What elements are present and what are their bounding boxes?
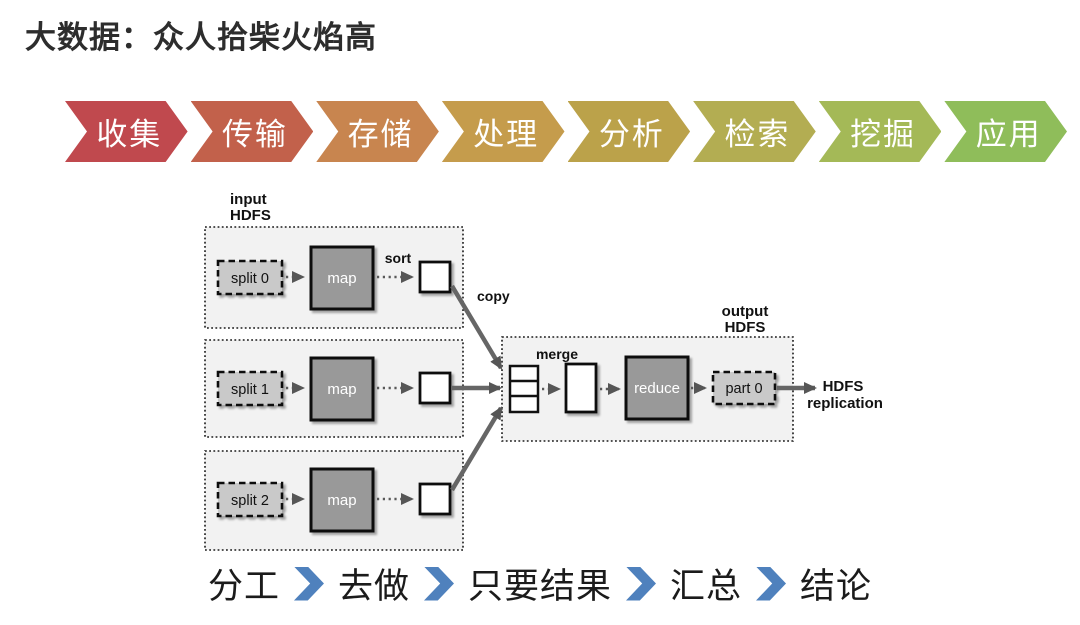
- pipeline-stage-apply-label: 应用: [975, 117, 1042, 152]
- hdfs-replication-label-line2: replication: [807, 395, 883, 412]
- output-hdfs-label-line1: output: [722, 303, 769, 320]
- split-label-2: split 2: [231, 493, 269, 509]
- split-box-0: [216, 259, 284, 296]
- map-box-1: [309, 245, 375, 311]
- pipeline-stage-store-label: 存储: [347, 117, 414, 152]
- split-label-0: split 0: [231, 271, 269, 287]
- page-title: 大数据：众人拾柴火焰高: [25, 20, 377, 55]
- split-box-1: [216, 370, 284, 407]
- workflow-step-do: 去做: [337, 567, 410, 606]
- merge-label: merge: [536, 346, 578, 362]
- sort-label: sort: [385, 250, 412, 266]
- chevron-right-icon: [423, 566, 454, 601]
- buffer-box-1: [418, 260, 452, 294]
- pipeline-stage-process-label: 处理: [473, 117, 540, 152]
- pipeline-stage-transmit-label: 传输: [221, 117, 288, 152]
- map-label-3: map: [327, 492, 356, 509]
- buffer-box-2: [418, 371, 452, 405]
- workflow-summary: 分工 去做 只要结果 汇总 结论: [0, 558, 1080, 609]
- pipeline-stage-store: 存储: [316, 101, 439, 162]
- copy-arrow-1: [450, 284, 503, 370]
- merge-stack: [508, 364, 540, 414]
- map-label-1: map: [327, 270, 356, 287]
- pipeline-stage-retrieve: 检索: [693, 101, 816, 162]
- part0-label: part 0: [725, 381, 762, 397]
- copy-label: copy: [477, 288, 510, 304]
- reduce-label: reduce: [634, 380, 680, 397]
- workflow-step-division: 分工: [207, 567, 280, 606]
- pipeline-stage-apply: 应用: [944, 101, 1067, 162]
- workflow-step-results-only: 只要结果: [467, 567, 612, 606]
- chevron-right-icon: [626, 566, 656, 601]
- map-label-2: map: [327, 381, 356, 398]
- part0-box: [711, 370, 777, 406]
- pipeline-stage-retrieve-label: 检索: [724, 117, 791, 152]
- pipeline-stage-mine-label: 挖掘: [850, 117, 917, 152]
- hdfs-replication-label-line1: HDFS: [823, 378, 864, 395]
- split-box-2: [216, 481, 284, 518]
- workflow-step-aggregate: 汇总: [670, 567, 743, 606]
- reduce-box: [624, 355, 690, 421]
- chevron-right-icon: [293, 566, 324, 601]
- map-box-2: [309, 356, 375, 422]
- pipeline-stage-analyze-label: 分析: [598, 117, 665, 152]
- copy-arrow-3: [450, 406, 503, 492]
- pipeline-stage-transmit: 传输: [191, 101, 314, 162]
- pipeline-stage-collect: 收集: [65, 101, 188, 162]
- map-box-3: [309, 467, 375, 533]
- chevron-right-icon: [756, 566, 787, 601]
- mapreduce-diagram: input HDFS output HDFS split 0 map sort …: [204, 191, 883, 551]
- big-data-pipeline: 收集 传输 存储 处理 分析 检索 挖掘 应用: [65, 101, 1067, 162]
- shuffle-buffer-box: [564, 362, 598, 414]
- pipeline-stage-mine: 挖掘: [819, 101, 942, 162]
- buffer-box-3: [418, 482, 452, 516]
- pipeline-stage-analyze: 分析: [568, 101, 691, 162]
- split-label-1: split 1: [231, 382, 269, 398]
- pipeline-stage-collect-label: 收集: [96, 117, 163, 152]
- input-hdfs-label-line1: input: [230, 191, 267, 208]
- input-hdfs-label-line2: HDFS: [230, 207, 271, 224]
- output-hdfs-label-line2: HDFS: [725, 319, 766, 336]
- pipeline-stage-process: 处理: [442, 101, 565, 162]
- workflow-step-conclusion: 结论: [800, 567, 873, 606]
